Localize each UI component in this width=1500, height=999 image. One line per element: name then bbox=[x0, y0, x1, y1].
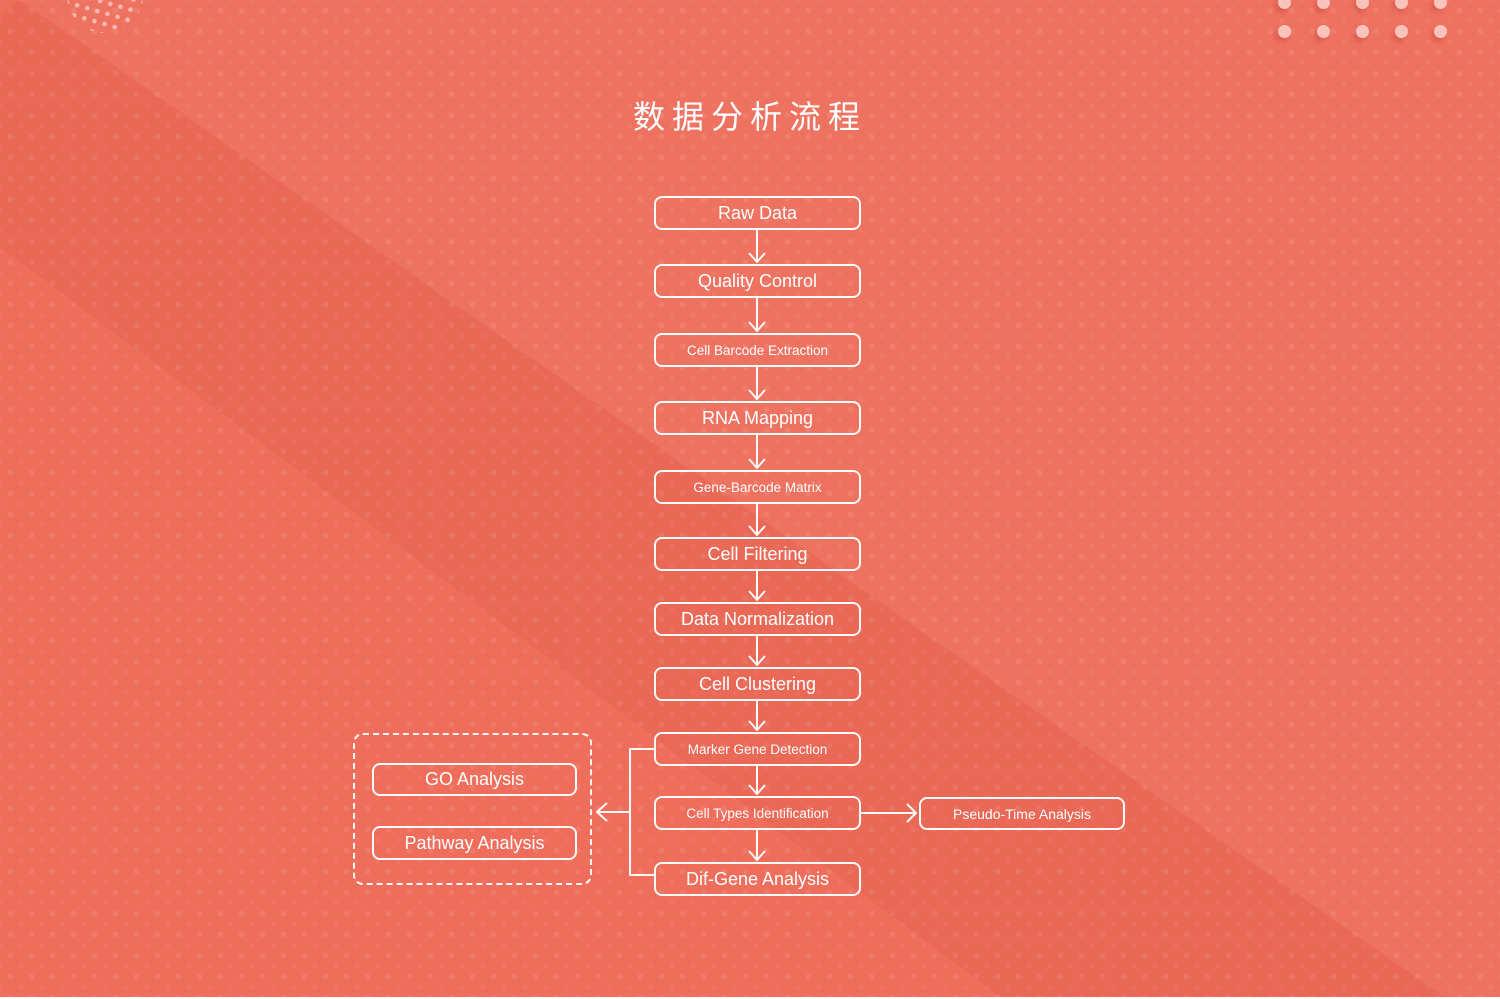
flow-node-pathway-analysis: Pathway Analysis bbox=[372, 826, 577, 860]
flow-node-quality-control: Quality Control bbox=[654, 264, 861, 298]
halftone-sphere-decoration bbox=[67, 0, 143, 33]
page-title: 数据分析流程 bbox=[632, 99, 867, 135]
flow-node-pseudo-time-analysis: Pseudo-Time Analysis bbox=[919, 797, 1125, 830]
decoration-dot bbox=[1395, 0, 1408, 9]
flow-node-gene-barcode-matrix: Gene-Barcode Matrix bbox=[654, 470, 861, 504]
decoration-dot bbox=[1317, 0, 1330, 9]
flow-node-dif-gene-analysis: Dif-Gene Analysis bbox=[654, 862, 861, 896]
decoration-dot bbox=[1356, 25, 1369, 38]
flow-node-raw-data: Raw Data bbox=[654, 196, 861, 230]
decoration-dot bbox=[1434, 25, 1447, 38]
flow-node-cell-clustering: Cell Clustering bbox=[654, 667, 861, 701]
corner-dot-grid-decoration bbox=[1278, 0, 1447, 38]
flow-node-cell-barcode-extraction: Cell Barcode Extraction bbox=[654, 333, 861, 367]
enrichment-group-container: GO Analysis Pathway Analysis bbox=[353, 733, 592, 885]
flow-node-cell-types-identification: Cell Types Identification bbox=[654, 796, 861, 830]
decoration-dot bbox=[1395, 25, 1408, 38]
decoration-dot bbox=[1278, 25, 1291, 38]
decoration-dot bbox=[1434, 0, 1447, 9]
flow-node-go-analysis: GO Analysis bbox=[372, 763, 577, 796]
decoration-dot bbox=[1356, 0, 1369, 9]
flow-node-rna-mapping: RNA Mapping bbox=[654, 401, 861, 435]
flow-node-data-normalization: Data Normalization bbox=[654, 602, 861, 636]
decoration-dot bbox=[1317, 25, 1330, 38]
flow-node-marker-gene-detection: Marker Gene Detection bbox=[654, 732, 861, 766]
bottom-edge-strip bbox=[0, 997, 1500, 999]
decoration-dot bbox=[1278, 0, 1291, 9]
flow-node-cell-filtering: Cell Filtering bbox=[654, 537, 861, 571]
